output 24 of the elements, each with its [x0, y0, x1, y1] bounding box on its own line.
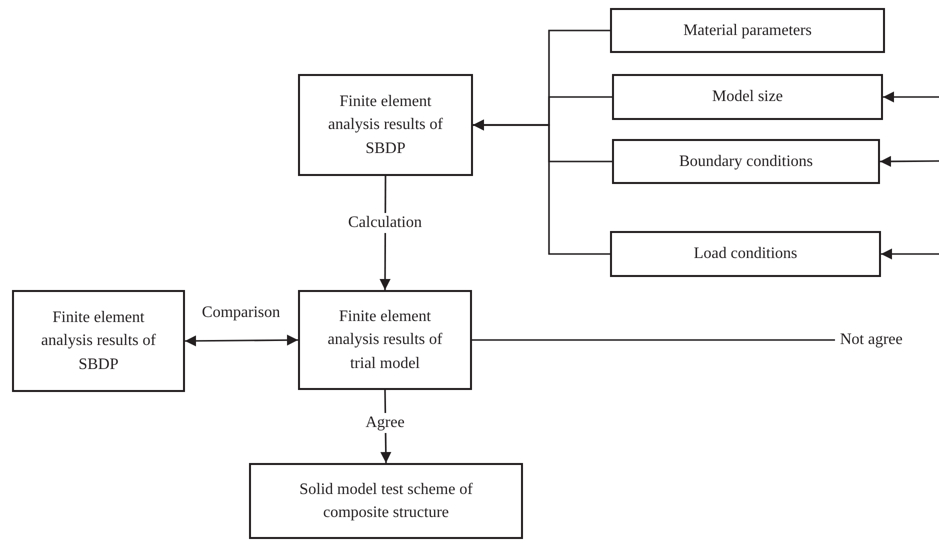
process-box: [610, 8, 885, 53]
process-box: [610, 231, 881, 277]
process-box: [612, 74, 883, 120]
connector-line: [472, 339, 835, 341]
box-text: Material parameters: [683, 20, 812, 41]
arrow: [881, 248, 939, 260]
box-text: Solid model test scheme of composite structure: [298, 480, 474, 523]
box-text: Finite element analysis results of SBDP: [327, 92, 444, 159]
box-text: Finite element analysis results of SBDP: [40, 308, 157, 375]
process-box: [249, 463, 523, 539]
arrow: [185, 334, 298, 346]
box-text: Finite element analysis results of trial model: [326, 307, 444, 374]
arrow: [880, 156, 939, 167]
box-text: Load conditions: [694, 244, 798, 264]
box-text: Model size: [712, 87, 783, 108]
edge-label: Not agree: [840, 330, 903, 350]
process-box: [298, 74, 473, 176]
arrow: [883, 92, 939, 102]
process-box: [298, 290, 472, 390]
arrow: [473, 120, 610, 255]
process-box: [612, 139, 880, 184]
process-box: [12, 290, 185, 392]
box-text: Boundary conditions: [679, 152, 813, 172]
edge-label: Comparison: [202, 303, 280, 323]
